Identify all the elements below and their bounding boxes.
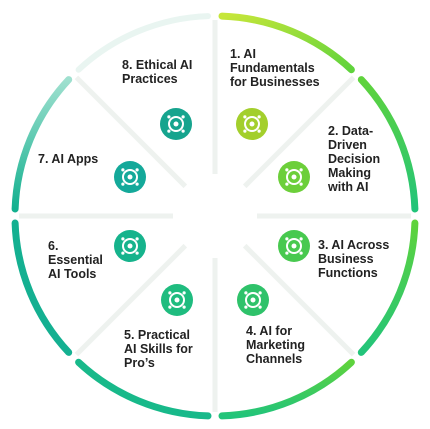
segment-icons	[114, 108, 310, 316]
ring-arc-segment-7	[11, 76, 73, 213]
ring-arc-segment-3	[357, 219, 419, 356]
outer-ring	[11, 12, 419, 420]
spoke-line	[74, 243, 188, 357]
divider-lines	[19, 20, 411, 412]
ethics-shield-icon	[160, 108, 192, 140]
spoke-line	[242, 243, 356, 357]
marketing-network-icon	[237, 284, 269, 316]
segment-4-label: 4. AI for Marketing Channels	[246, 324, 306, 366]
spoke-line	[242, 75, 356, 189]
segment-1-label: 1. AI Fundamentals for Businesses	[230, 47, 320, 89]
segment-6-label: 6. Essential AI Tools	[48, 239, 103, 281]
segment-3-label: 3. AI Across Business Functions	[318, 238, 390, 280]
ring-arc-segment-2	[357, 76, 419, 213]
segment-7-label: 7. AI Apps	[38, 152, 99, 166]
segment-5-label: 5. Practical AI Skills for Pro’s	[124, 328, 193, 370]
brain-chip-icon	[236, 108, 268, 140]
segment-8-label: 8. Ethical AI Practices	[122, 58, 193, 86]
spoke-line	[74, 75, 188, 189]
apps-flower-icon	[114, 161, 146, 193]
ring-arc-segment-5	[75, 358, 212, 420]
data-flow-icon	[278, 161, 310, 193]
ring-arc-segment-6	[11, 219, 73, 356]
ring-arc-segment-8	[75, 13, 211, 73]
ring-arc-segment-4	[218, 358, 355, 420]
ring-arc-segment-1	[218, 12, 355, 74]
segment-2-label: 2. Data- Driven Decision Making with AI	[328, 124, 381, 194]
tools-network-icon	[114, 230, 146, 262]
gear-hand-icon	[161, 284, 193, 316]
monitor-chart-icon	[278, 230, 310, 262]
